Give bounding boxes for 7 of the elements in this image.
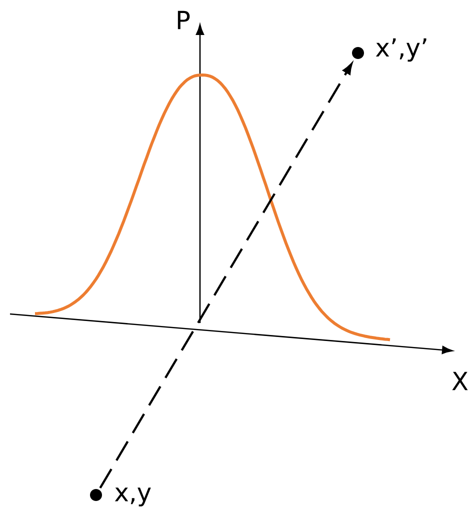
point-label: x,y <box>114 488 151 506</box>
arrow <box>99 63 352 489</box>
point-label: x’,y’ <box>376 38 426 62</box>
point <box>90 489 102 501</box>
point <box>352 47 364 59</box>
axis-label: P <box>178 10 190 30</box>
axis-label: X <box>452 372 468 390</box>
